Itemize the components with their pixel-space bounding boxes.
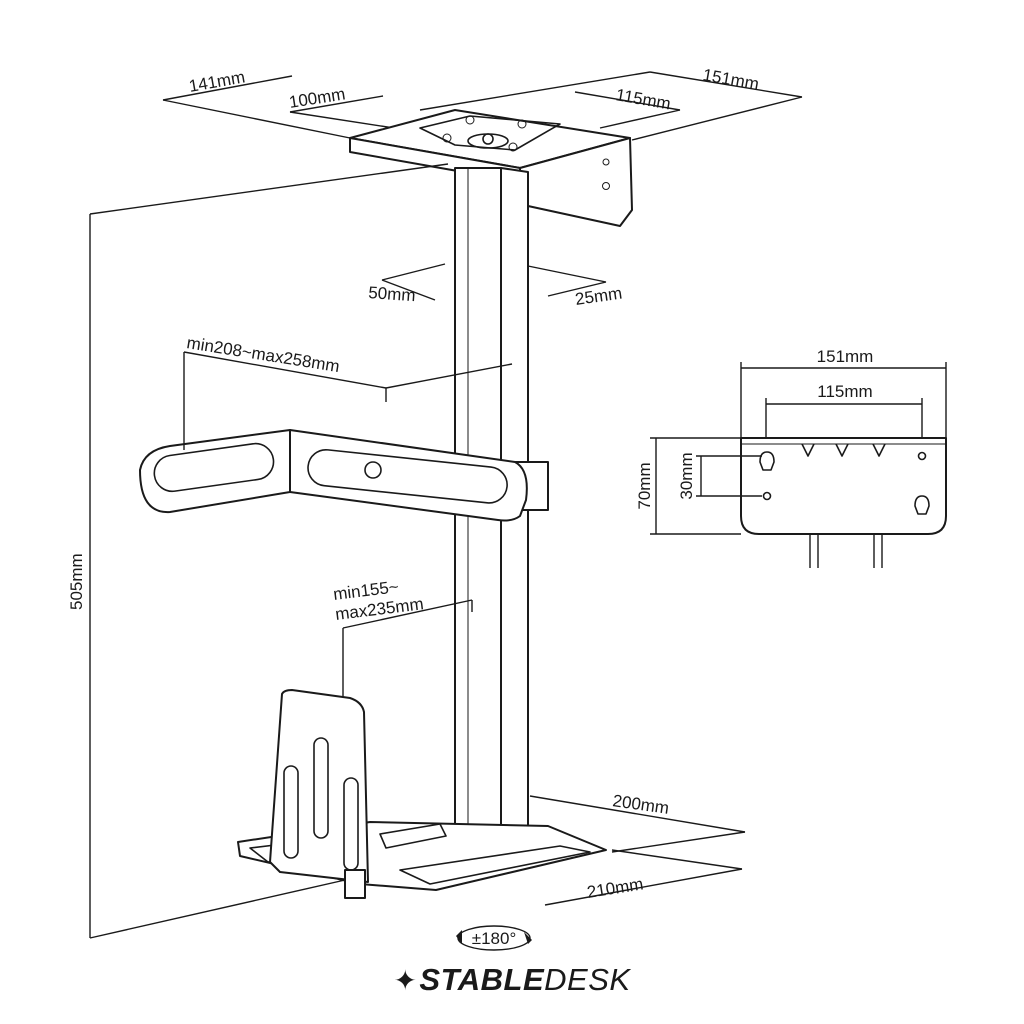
base-dimension-lines bbox=[529, 795, 746, 906]
detail-hole-spacing-label: 115mm bbox=[817, 382, 872, 401]
clamp-dimension-lines bbox=[183, 351, 513, 450]
back-plate bbox=[269, 689, 369, 899]
column-dimension-lines bbox=[381, 263, 607, 301]
detail-plate-height-label: 70mm bbox=[635, 462, 654, 509]
detail-hole-vertical-label: 30mm bbox=[677, 452, 696, 499]
star-logo-icon: ✦ bbox=[393, 965, 418, 996]
detail-plate-width-label: 151mm bbox=[817, 347, 874, 366]
total-height-lines bbox=[89, 163, 449, 939]
top-dimension-lines bbox=[162, 71, 803, 141]
rotation-indicator bbox=[456, 925, 532, 951]
base-depth-label: 200mm bbox=[611, 791, 670, 818]
brand-name-bold: STABLE bbox=[419, 962, 545, 997]
brand-name-light: DESK bbox=[544, 962, 631, 997]
brand-logo: ✦STABLEDESK bbox=[0, 962, 1024, 998]
total-height-label: 505mm bbox=[67, 553, 86, 610]
top-width-left-label: 141mm bbox=[187, 67, 246, 96]
clamp-width-label: min208~max258mm bbox=[185, 333, 341, 376]
base-width-label: 210mm bbox=[586, 874, 645, 902]
top-width-right-label: 151mm bbox=[701, 65, 760, 94]
top-mounting-plate bbox=[349, 109, 633, 227]
top-hole-right-label: 115mm bbox=[614, 85, 672, 113]
side-clamp bbox=[139, 429, 549, 522]
detail-view bbox=[650, 362, 947, 568]
column-width-label: 50mm bbox=[368, 283, 416, 305]
rotation-label: ±180° bbox=[472, 929, 517, 948]
height-range-lines bbox=[342, 599, 473, 700]
